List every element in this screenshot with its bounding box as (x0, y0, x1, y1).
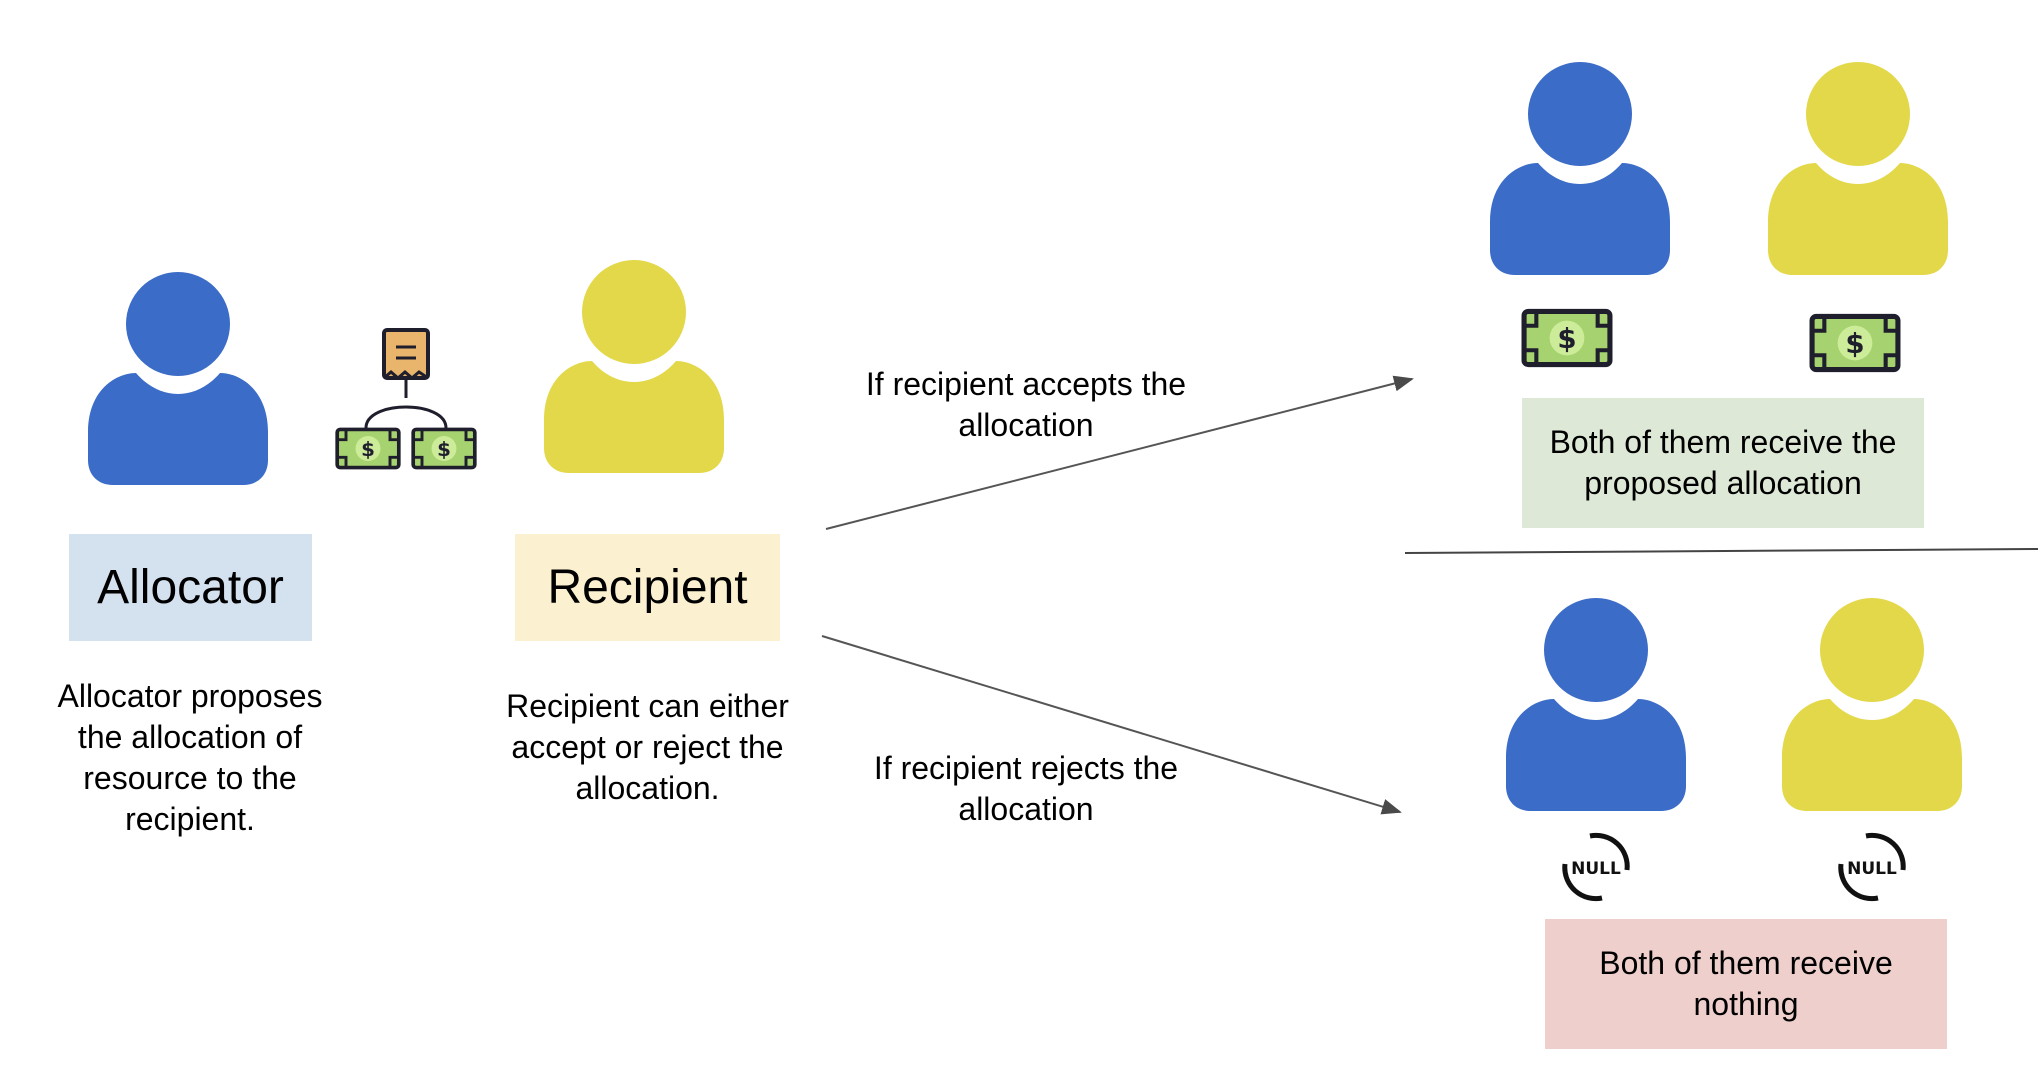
reject-outcome-box: Both of them receive nothing (1545, 919, 1947, 1049)
recipient-label: Recipient (547, 561, 748, 614)
accept-outcome-box: Both of them receive the proposed alloca… (1522, 398, 1924, 528)
reject-allocator-null-icon (1565, 835, 1627, 898)
accept-condition-label: If recipient accepts the allocation (865, 366, 1187, 443)
accept-recipient-money-icon (1812, 316, 1898, 369)
money-bill-right-icon (411, 427, 477, 470)
accept-recipient-person-icon (1768, 62, 1948, 275)
allocator-description: Allocator proposes the allocation of res… (57, 678, 323, 837)
receipt-split-money-icon (335, 328, 477, 470)
recipient-description: Recipient can either accept or reject th… (506, 688, 789, 806)
recipient-person-icon (544, 260, 724, 473)
reject-outcome-text: Both of them receive nothing (1599, 945, 1893, 1022)
recipient-label-box: Recipient (515, 534, 780, 641)
accept-allocator-person-icon (1490, 62, 1670, 275)
allocator-person-icon (88, 272, 268, 485)
allocator-label: Allocator (97, 561, 284, 614)
outcome-divider (1404, 548, 2039, 554)
accept-outcome-text: Both of them receive the proposed alloca… (1549, 424, 1897, 501)
reject-arrow (821, 635, 1402, 815)
reject-recipient-person-icon (1782, 598, 1962, 811)
accept-arrow (825, 375, 1414, 530)
allocator-label-box: Allocator (69, 534, 312, 641)
reject-allocator-person-icon (1506, 598, 1686, 811)
accept-allocator-money-icon (1524, 311, 1610, 364)
reject-condition-label: If recipient rejects the allocation (873, 750, 1179, 827)
reject-recipient-null-icon (1841, 835, 1903, 898)
money-bill-left-icon (335, 427, 401, 470)
